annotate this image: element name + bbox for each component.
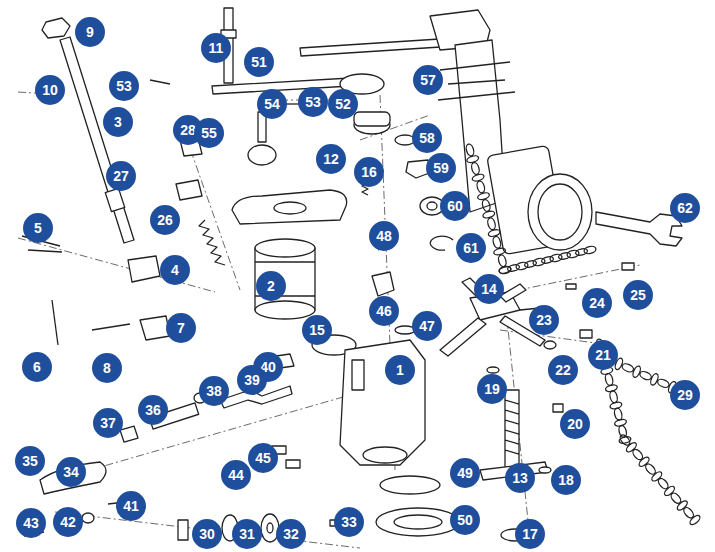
callout-number: 18	[551, 465, 581, 495]
callout-number: 41	[116, 491, 146, 521]
callout-number: 33	[334, 507, 364, 537]
callout-number: 47	[412, 311, 442, 341]
chain-link	[465, 143, 475, 156]
chain-link	[486, 217, 496, 230]
callout-number: 50	[450, 505, 480, 535]
callout-number: 32	[276, 519, 306, 549]
callout-number: 25	[623, 280, 653, 310]
callout-number: 55	[194, 118, 224, 148]
chain-link	[497, 254, 507, 267]
callout-number: 29	[670, 380, 700, 410]
callout-number: 60	[440, 191, 470, 221]
callout-number: 53	[109, 71, 139, 101]
chain-link	[492, 236, 502, 249]
chain-link	[621, 362, 635, 373]
chain-link	[493, 247, 506, 256]
chain-link	[638, 456, 651, 468]
chain-link	[507, 264, 520, 273]
chain-link	[625, 441, 638, 453]
callout-number: 22	[548, 355, 578, 385]
callout-number: 27	[106, 161, 136, 191]
chain-link	[604, 373, 614, 386]
callout-number: 61	[456, 233, 486, 263]
callout-number: 16	[354, 157, 384, 187]
chain-link	[650, 470, 663, 482]
chain-link	[466, 155, 479, 164]
chain-link	[477, 192, 490, 201]
callout-number: 44	[221, 460, 251, 490]
callout-number: 35	[15, 446, 45, 476]
chain-link	[541, 256, 554, 265]
callout-number: 6	[22, 352, 52, 382]
chain-link	[639, 370, 653, 381]
chain-link	[656, 378, 670, 389]
callout-number: 17	[515, 519, 545, 549]
callout-number: 26	[150, 205, 180, 235]
chain-link	[613, 407, 623, 420]
callout-number: 1	[385, 355, 415, 385]
chain-link	[609, 390, 619, 403]
callout-number: 37	[93, 408, 123, 438]
chain-link	[481, 199, 491, 212]
callout-number: 59	[426, 153, 456, 183]
callout-number: 54	[257, 89, 287, 119]
callout-number: 46	[369, 296, 399, 326]
callout-number: 7	[166, 313, 196, 343]
callout-number: 51	[244, 47, 274, 77]
callout-number: 8	[92, 353, 122, 383]
chain-link	[476, 180, 486, 193]
chain-link	[470, 162, 480, 175]
callout-number: 45	[248, 443, 278, 473]
chain-link	[583, 245, 596, 255]
callout-number: 57	[413, 65, 443, 95]
callout-number: 31	[232, 519, 262, 549]
callout-number: 15	[302, 315, 332, 345]
callout-number: 10	[35, 75, 65, 105]
chain-link	[689, 514, 702, 526]
callout-number: 21	[588, 340, 618, 370]
callout-number: 30	[192, 519, 222, 549]
callout-number: 24	[582, 288, 612, 318]
callout-number: 62	[670, 193, 700, 223]
callout-number: 49	[450, 458, 480, 488]
chain-link	[471, 173, 484, 182]
callout-number: 53	[298, 87, 328, 117]
chain-link	[663, 485, 676, 497]
callout-number: 12	[316, 144, 346, 174]
callout-number: 19	[477, 374, 507, 404]
callout-number: 43	[16, 508, 46, 538]
callout-number: 11	[201, 33, 231, 63]
callout-number: 20	[560, 409, 590, 439]
callout-number: 3	[103, 107, 133, 137]
callout-number: 39	[237, 365, 267, 395]
callout-number: 34	[56, 457, 86, 487]
chain-link	[575, 248, 588, 257]
callout-number: 38	[199, 376, 229, 406]
callout-number: 5	[23, 213, 53, 243]
callout-number: 4	[160, 255, 190, 285]
callout-number: 52	[328, 89, 358, 119]
callout-number: 58	[412, 123, 442, 153]
callout-number: 2	[256, 271, 286, 301]
chain-link	[488, 229, 501, 238]
callout-number: 14	[474, 274, 504, 304]
callout-number: 36	[138, 395, 168, 425]
chain-link	[558, 252, 571, 261]
callout-number: 23	[529, 305, 559, 335]
callout-number: 13	[505, 463, 535, 493]
callout-number: 42	[53, 507, 83, 537]
chain-link	[524, 260, 537, 269]
callout-number: 48	[369, 221, 399, 251]
chain-link	[676, 499, 689, 511]
callout-number: 9	[75, 17, 105, 47]
chain-link	[482, 210, 495, 219]
